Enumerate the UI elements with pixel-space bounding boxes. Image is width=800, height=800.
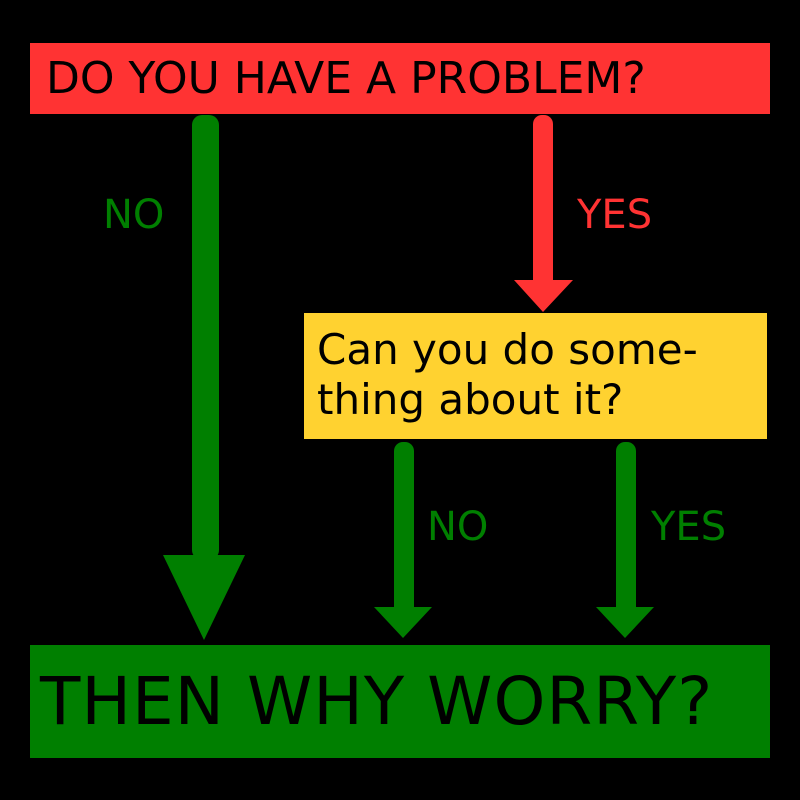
edge-label-yes-top: YES <box>577 192 653 238</box>
arrow-decision-to-end-yes <box>596 442 654 638</box>
arrow-start-to-end-no <box>163 115 245 640</box>
arrow-decision-to-end-no <box>374 442 432 638</box>
decision-node: Can you do some- thing about it? <box>304 313 767 439</box>
start-node: DO YOU HAVE A PROBLEM? <box>30 43 770 114</box>
arrow-start-to-decision-yes <box>514 115 573 312</box>
end-node: THEN WHY WORRY? <box>30 645 770 758</box>
end-node-text: THEN WHY WORRY? <box>40 663 714 740</box>
decision-node-line1: Can you do some- <box>317 325 698 374</box>
decision-node-line2: thing about it? <box>317 375 624 424</box>
edge-label-no-bottom: NO <box>427 504 489 550</box>
start-node-text: DO YOU HAVE A PROBLEM? <box>46 53 646 104</box>
edge-label-no-left: NO <box>103 192 165 238</box>
edge-label-yes-bottom: YES <box>651 504 727 550</box>
